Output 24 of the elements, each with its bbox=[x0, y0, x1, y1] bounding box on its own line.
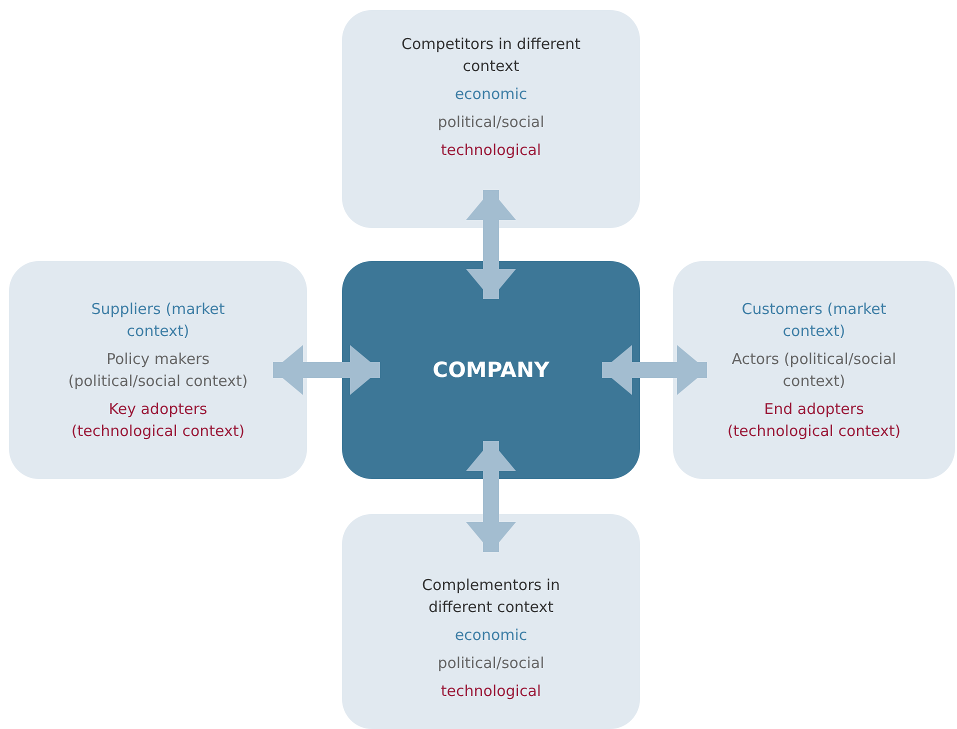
context-label: End adopters (technological context) bbox=[726, 399, 902, 442]
stakeholder-box bbox=[673, 261, 955, 479]
stakeholder-box bbox=[342, 514, 640, 729]
context-label: economic bbox=[454, 84, 528, 105]
context-label: technological bbox=[440, 680, 542, 702]
box-heading: Competitors in different context bbox=[400, 34, 582, 77]
company-label: COMPANY bbox=[432, 359, 550, 381]
context-label: Suppliers (market context) bbox=[90, 299, 226, 342]
context-label: Policy makers (political/social context) bbox=[67, 349, 249, 392]
double-arrow bbox=[602, 345, 707, 395]
context-label: technological bbox=[440, 140, 542, 161]
context-label: Customers (market context) bbox=[740, 299, 888, 342]
box-heading: Complementors in different context bbox=[420, 574, 561, 618]
context-label: political/social bbox=[438, 652, 544, 674]
double-arrow bbox=[466, 190, 516, 299]
context-label: Key adopters (technological context) bbox=[70, 399, 246, 442]
double-arrow bbox=[273, 345, 380, 395]
context-label: political/social bbox=[438, 112, 544, 133]
company-box bbox=[342, 261, 640, 479]
context-label: economic bbox=[454, 624, 528, 646]
stakeholder-box bbox=[342, 10, 640, 228]
stakeholder-box bbox=[9, 261, 307, 479]
double-arrow bbox=[466, 441, 516, 552]
context-label: Actors (political/social context) bbox=[730, 349, 898, 392]
